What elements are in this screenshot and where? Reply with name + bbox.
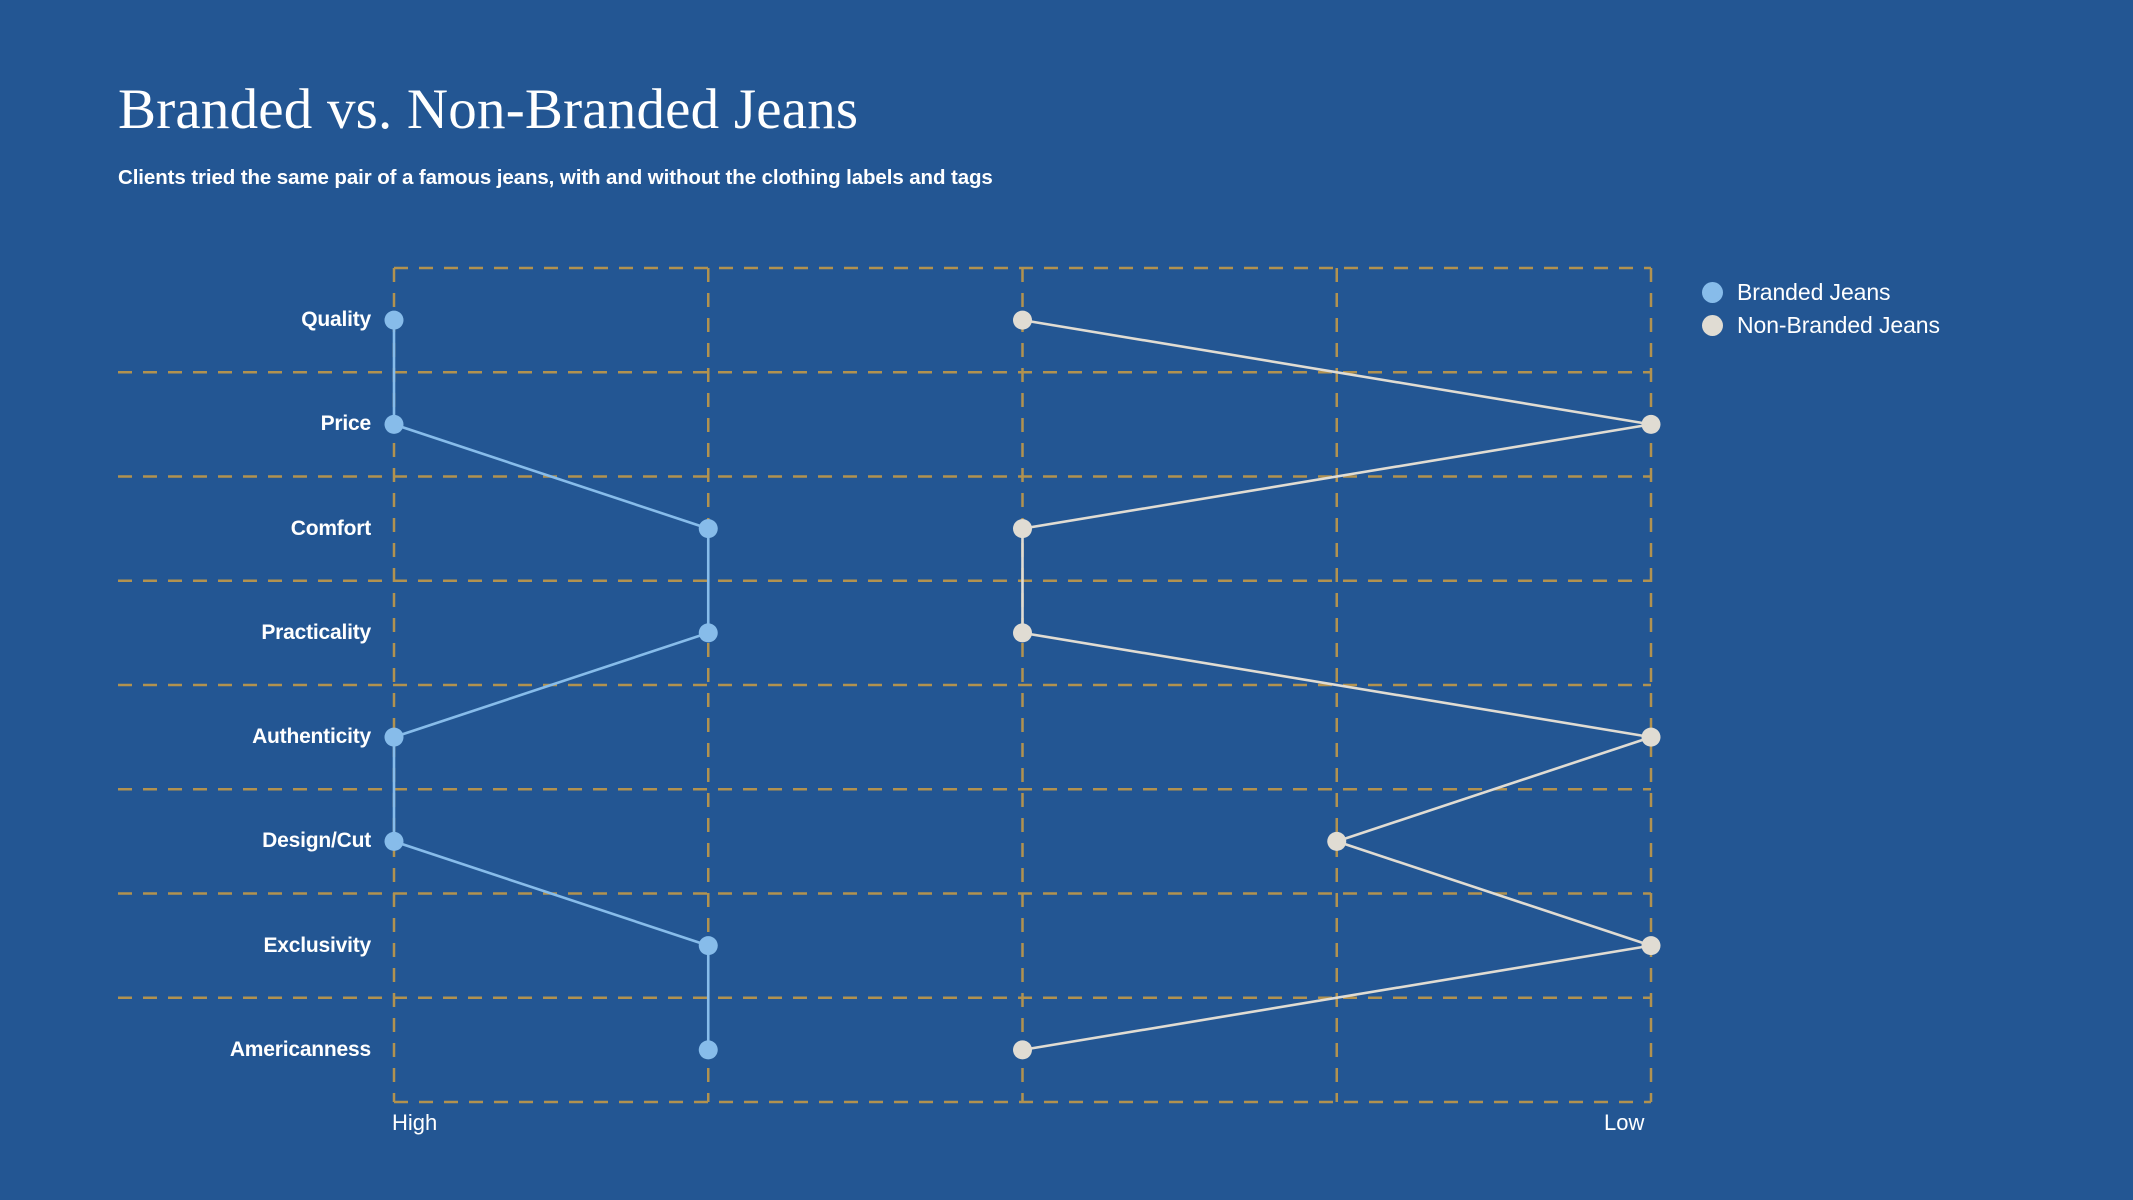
data-point-marker[interactable] bbox=[1641, 936, 1661, 956]
legend-swatch-circle-icon bbox=[1702, 315, 1723, 336]
chart-subtitle: Clients tried the same pair of a famous … bbox=[118, 165, 993, 189]
data-point-marker[interactable] bbox=[698, 623, 718, 643]
data-point-marker[interactable] bbox=[1327, 831, 1347, 851]
chart-header: Branded vs. Non-Branded Jeans Clients tr… bbox=[118, 80, 1718, 190]
category-label-design-cut: Design/Cut bbox=[262, 829, 371, 853]
legend-label: Non-Branded Jeans bbox=[1737, 312, 1940, 338]
legend-label: Branded Jeans bbox=[1737, 279, 1891, 305]
category-label-americanness: Americanness bbox=[229, 1037, 371, 1061]
legend-swatch-circle-icon bbox=[1702, 282, 1723, 303]
category-label-price: Price bbox=[320, 412, 372, 436]
data-point-marker[interactable] bbox=[384, 831, 404, 851]
category-label-authenticity: Authenticity bbox=[252, 725, 371, 749]
x-axis-label-low: Low bbox=[1604, 1110, 1645, 1135]
category-label-exclusivity: Exclusivity bbox=[263, 933, 371, 957]
plot-border bbox=[394, 266, 1651, 1104]
legend-item[interactable]: Non-Branded Jeans bbox=[1702, 309, 1940, 342]
series-lines bbox=[392, 318, 1652, 1052]
data-point-marker[interactable] bbox=[1013, 519, 1032, 539]
category-label-comfort: Comfort bbox=[290, 516, 371, 540]
data-point-marker[interactable] bbox=[698, 1040, 718, 1060]
data-point-marker[interactable] bbox=[1013, 1040, 1032, 1060]
data-point-marker[interactable] bbox=[698, 936, 718, 956]
data-point-marker[interactable] bbox=[1013, 623, 1032, 643]
series-line bbox=[392, 320, 710, 1050]
data-point-marker[interactable] bbox=[1641, 727, 1661, 747]
data-point-marker[interactable] bbox=[1013, 310, 1032, 330]
category-label-practicality: Practicality bbox=[261, 620, 371, 644]
page-title: Branded vs. Non-Branded Jeans bbox=[118, 78, 859, 141]
data-point-marker[interactable] bbox=[384, 310, 404, 330]
series-line bbox=[1021, 318, 1652, 1052]
data-point-marker[interactable] bbox=[384, 414, 404, 434]
series-markers bbox=[384, 310, 1661, 1060]
data-point-marker[interactable] bbox=[1641, 414, 1661, 434]
horizontal-gridlines bbox=[118, 371, 1651, 999]
data-point-marker[interactable] bbox=[698, 519, 718, 539]
legend-item[interactable]: Branded Jeans bbox=[1702, 276, 1940, 309]
x-axis-label-high: High bbox=[392, 1110, 438, 1135]
data-point-marker[interactable] bbox=[384, 727, 404, 747]
category-label-quality: Quality bbox=[301, 308, 371, 332]
